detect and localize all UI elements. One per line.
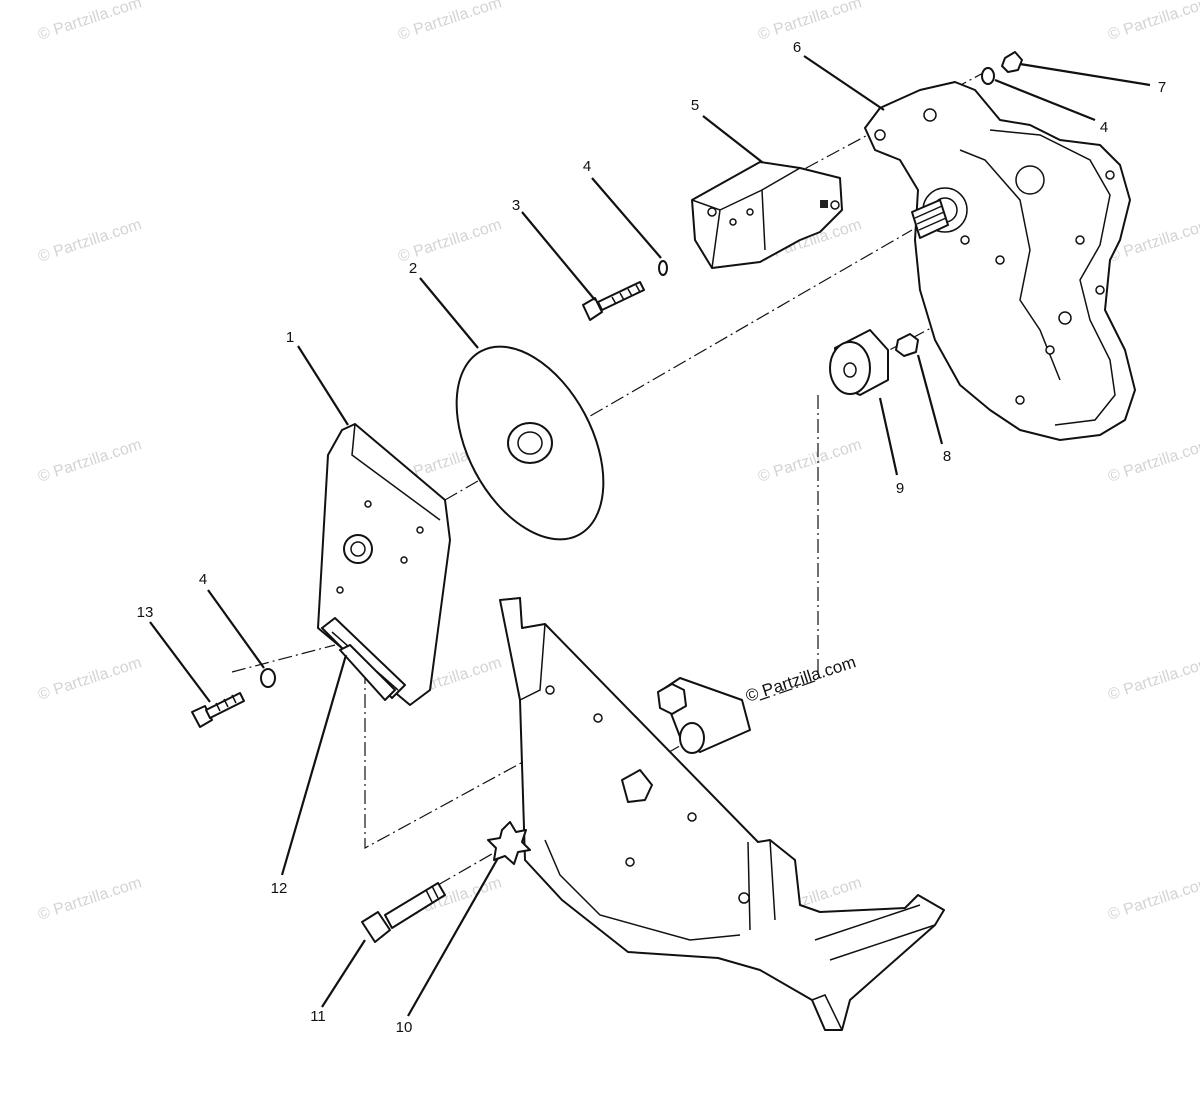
washer-4-top	[981, 67, 995, 85]
callout-8: 8	[943, 448, 951, 465]
callout-leaders	[149, 55, 1151, 1017]
idler-arm-bushing	[657, 677, 751, 754]
watermark: © Partzilla.com	[1106, 874, 1200, 923]
spacer-8	[895, 333, 919, 357]
watermark: © Partzilla.com	[756, 436, 864, 485]
callout-6: 6	[793, 39, 801, 56]
watermark: © Partzilla.com	[1106, 0, 1200, 44]
callout-labels: 1 2 3 4 4 4 5 6 7 8 9 10 11 12 13	[137, 39, 1167, 1036]
callout-5: 5	[691, 97, 699, 114]
callout-11: 11	[310, 1008, 326, 1025]
watermark: © Partzilla.com	[36, 874, 144, 923]
callout-2: 2	[409, 260, 417, 277]
centerline-shaft	[444, 229, 913, 501]
frame	[499, 597, 945, 1031]
bolt-11	[361, 882, 446, 943]
callout-4: 4	[1100, 119, 1108, 136]
callout-4: 4	[583, 158, 591, 175]
switch-block	[691, 161, 843, 269]
slide-plate	[321, 617, 406, 701]
callout-4: 4	[199, 571, 207, 588]
watermark: © Partzilla.com	[36, 0, 144, 44]
callout-10: 10	[396, 1019, 413, 1036]
callout-9: 9	[896, 480, 904, 497]
centerline-bracket-frame	[364, 622, 601, 850]
watermark: © Partzilla.com	[756, 0, 864, 44]
centerline-bracket-bolt	[231, 644, 336, 673]
nut-7	[1001, 51, 1023, 73]
watermark: © Partzilla.com	[396, 0, 504, 44]
watermark: © Partzilla.com	[1106, 654, 1200, 703]
callout-13: 13	[137, 604, 154, 621]
watermark: © Partzilla.com	[36, 216, 144, 265]
star-washer-10	[487, 821, 531, 865]
washer-4-upper	[658, 260, 668, 276]
idler-pulley	[829, 329, 889, 396]
gearcase	[864, 81, 1136, 441]
callout-12: 12	[271, 880, 288, 897]
drive-pulley	[455, 345, 605, 541]
bolt-3	[582, 281, 645, 321]
washer-4-lower	[260, 668, 276, 688]
watermark: © Partzilla.com	[396, 216, 504, 265]
washers	[260, 67, 995, 688]
watermark: © Partzilla.com	[36, 436, 144, 485]
bolt-13	[191, 692, 245, 728]
watermark: © Partzilla.com	[1106, 436, 1200, 485]
watermark-main: © Partzilla.com	[743, 652, 858, 705]
callout-7: 7	[1158, 79, 1166, 96]
centerline-idler-arm	[759, 395, 819, 701]
callout-3: 3	[512, 197, 520, 214]
callout-1: 1	[286, 329, 294, 346]
watermark: © Partzilla.com	[36, 654, 144, 703]
